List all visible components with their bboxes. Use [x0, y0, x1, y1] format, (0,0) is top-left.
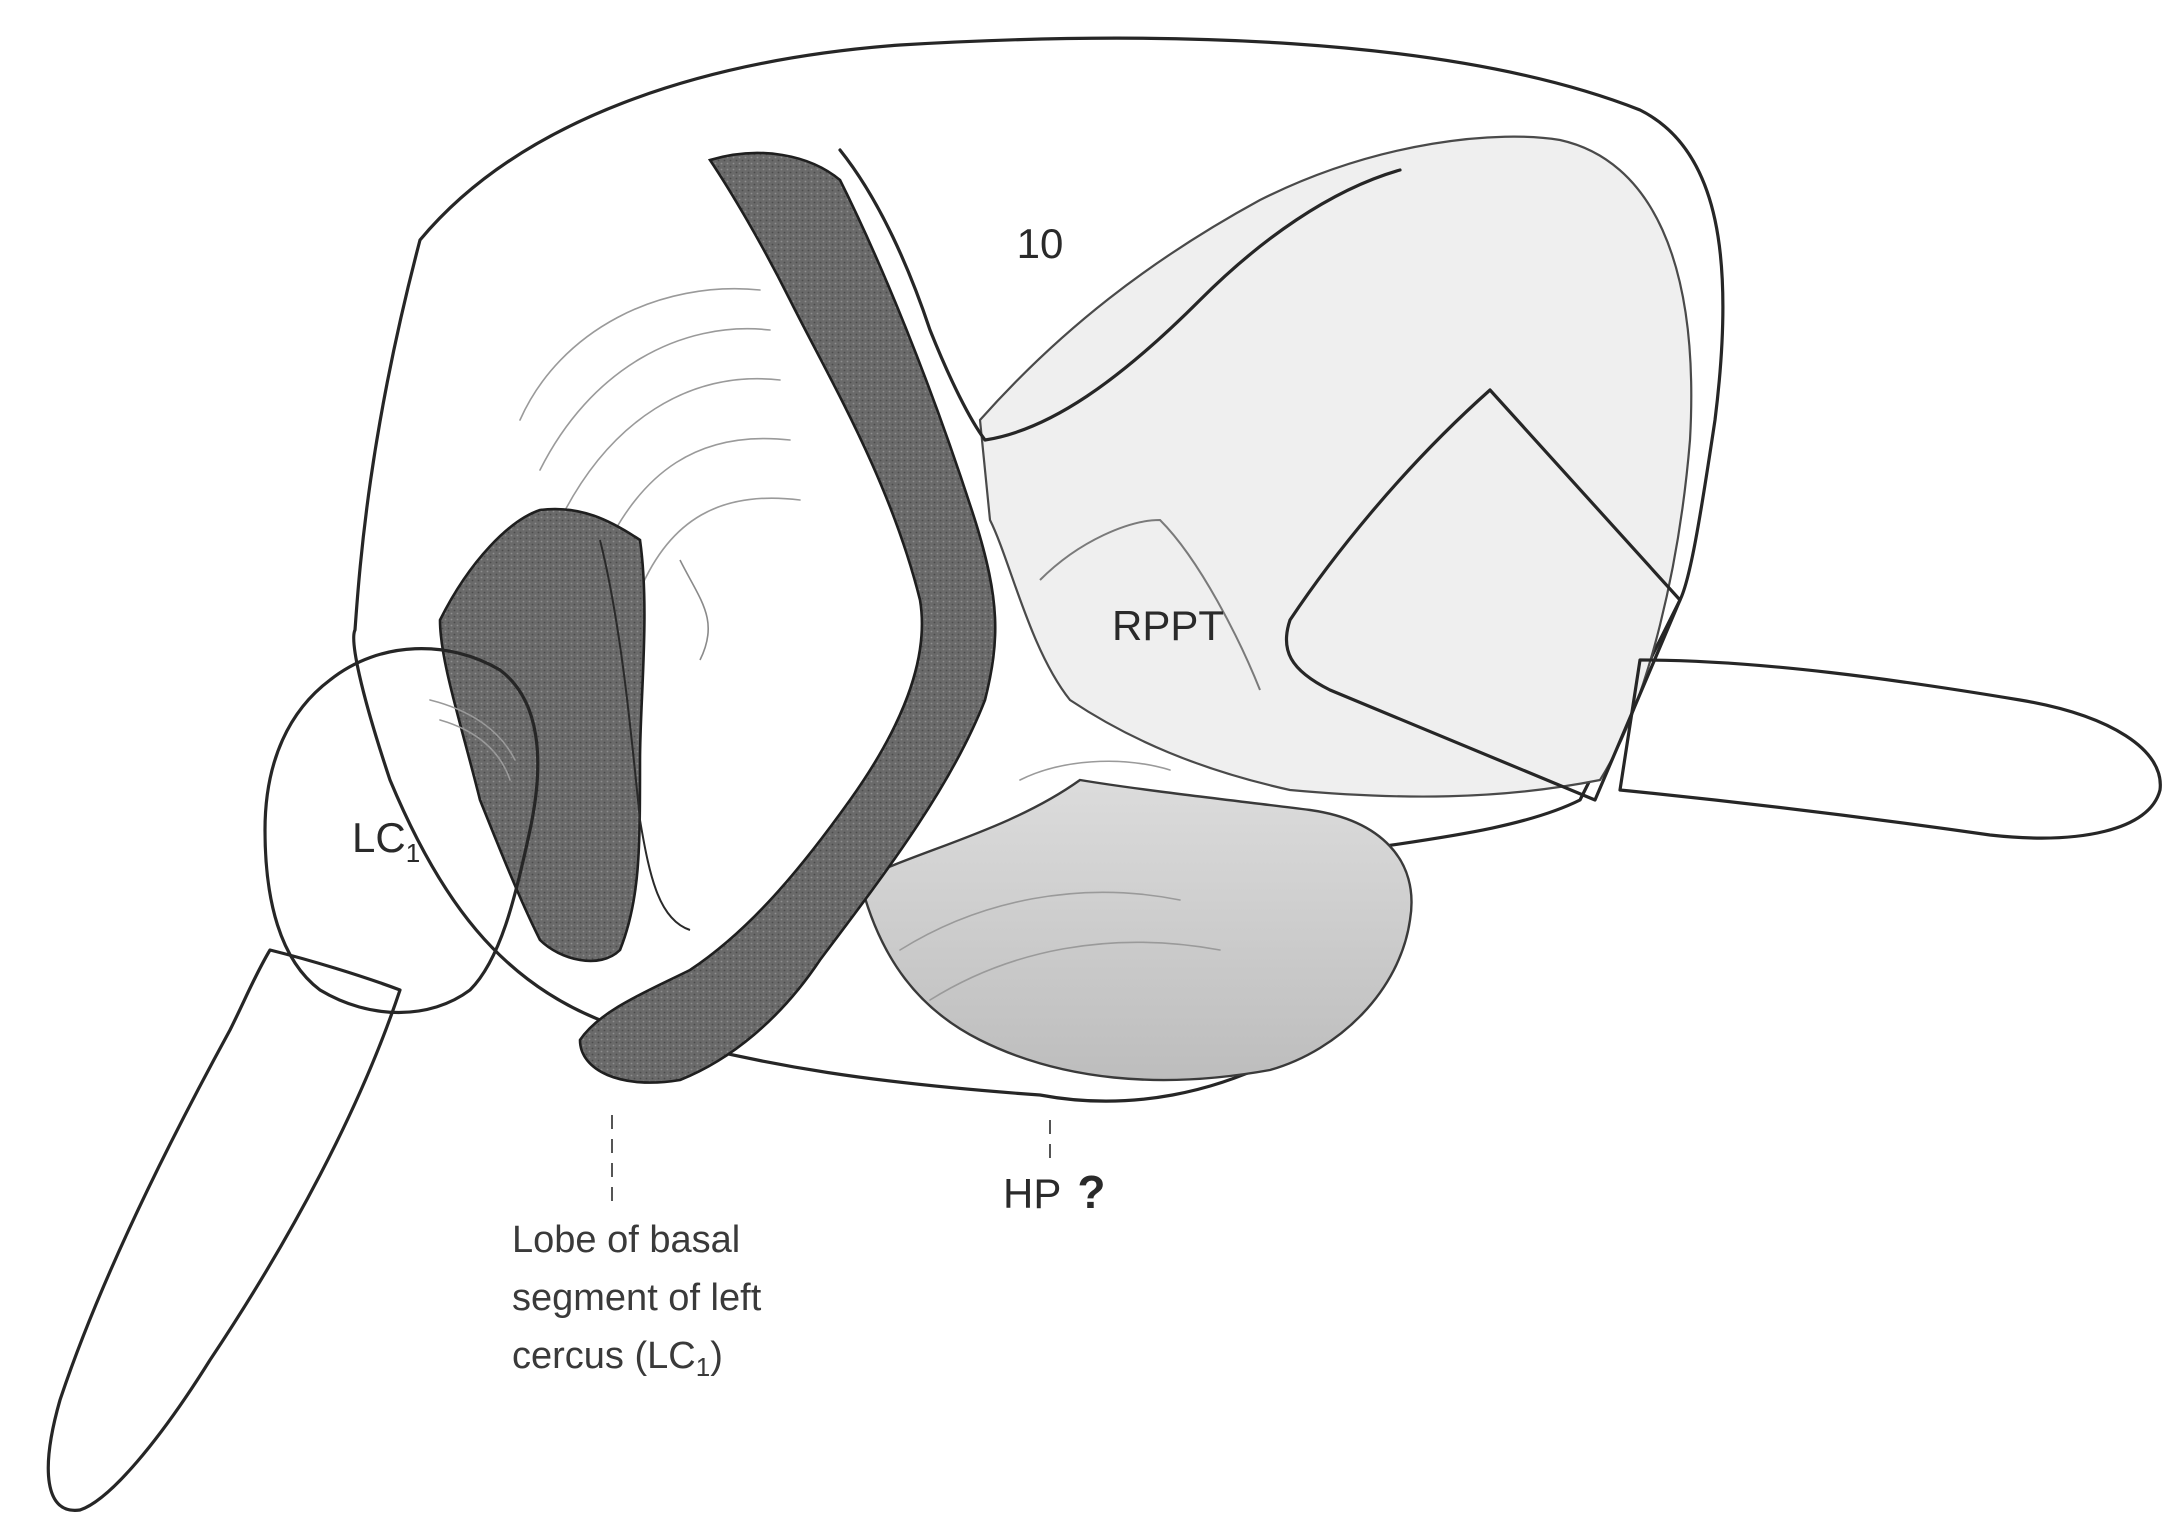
right-cercus [1620, 660, 2160, 838]
label-hp-text: HP [1003, 1170, 1061, 1217]
label-lobe-line-1: Lobe of basal [512, 1219, 740, 1261]
label-lc1-subscript: 1 [406, 838, 420, 868]
label-rppt: RPPT [1112, 602, 1224, 649]
label-lobe-line-3-subscript: 1 [696, 1352, 710, 1382]
label-lobe-line-3: cercus (LC1) [512, 1335, 723, 1382]
hypoproct-region [860, 761, 1412, 1080]
label-lobe-line-3-b: ) [710, 1335, 723, 1377]
label-lobe-line-3-a: cercus (LC [512, 1335, 696, 1377]
label-hp: HP? [1003, 1166, 1105, 1218]
rppt-lobe [980, 137, 1691, 797]
label-lobe-line-2: segment of left [512, 1277, 762, 1319]
label-hp-query: ? [1077, 1166, 1105, 1218]
label-leaders [612, 1115, 1050, 1205]
label-lc1-main: LC [352, 814, 406, 861]
left-basal-flap [440, 509, 708, 961]
left-cercus-distal [48, 950, 400, 1510]
label-segment-10: 10 [1017, 220, 1064, 267]
